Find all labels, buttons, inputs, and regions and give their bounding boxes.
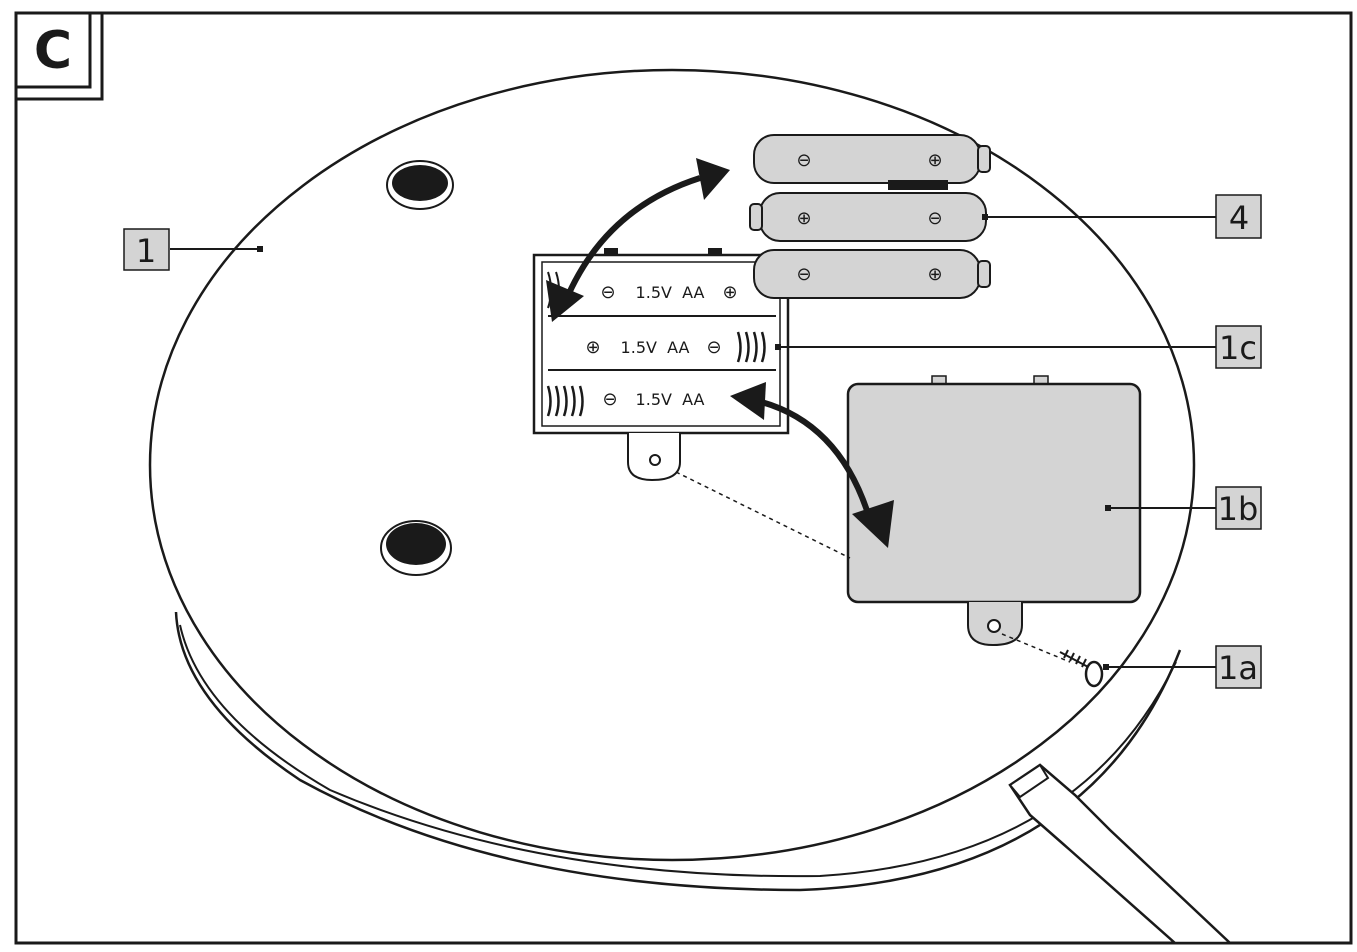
svg-text:⊖: ⊖ xyxy=(927,208,942,229)
slot-2-label: 1.5V AA xyxy=(621,338,690,357)
battery-gap xyxy=(888,180,948,190)
insert-arrow-icon xyxy=(546,158,730,322)
callout-1a-label: 1a xyxy=(1218,649,1258,687)
screw-icon xyxy=(1059,649,1104,688)
loose-battery: ⊖ ⊕ xyxy=(753,134,991,184)
callout-1c-label: 1c xyxy=(1219,329,1257,367)
slot-3-minus: ⊖ xyxy=(602,389,617,410)
figure-frame xyxy=(14,11,1353,945)
slot-1-minus: ⊖ xyxy=(600,282,615,303)
svg-text:⊕: ⊕ xyxy=(796,208,811,229)
cover-arrow-icon xyxy=(730,382,894,548)
callout-4-label: 4 xyxy=(1229,199,1249,237)
svg-text:⊖: ⊖ xyxy=(796,150,811,171)
callout-4: 4 xyxy=(1215,194,1262,239)
callout-1a: 1a xyxy=(1215,645,1262,689)
callout-1b-label: 1b xyxy=(1218,490,1259,528)
callout-1: 1 xyxy=(123,228,170,271)
slot-1-plus: ⊕ xyxy=(722,282,737,303)
panel-letter: C xyxy=(34,21,72,81)
screw-guide-line xyxy=(675,471,851,559)
callout-1b: 1b xyxy=(1215,486,1262,530)
contact-spring xyxy=(546,385,584,417)
callout-1-label: 1 xyxy=(136,232,156,270)
loose-battery: ⊖ ⊕ xyxy=(753,249,991,299)
panel-letter-tab: C xyxy=(14,11,104,101)
slot-1-label: 1.5V AA xyxy=(636,283,705,302)
callout-1c: 1c xyxy=(1215,325,1262,369)
loose-battery: ⊕ ⊖ xyxy=(749,192,987,242)
callout-leaders xyxy=(170,216,1216,668)
svg-text:⊕: ⊕ xyxy=(927,264,942,285)
svg-text:⊕: ⊕ xyxy=(927,150,942,171)
svg-text:⊖: ⊖ xyxy=(796,264,811,285)
contact-spring xyxy=(736,331,766,363)
rubber-foot-bottom xyxy=(380,520,452,576)
slot-2-plus: ⊕ xyxy=(585,337,600,358)
battery-cover xyxy=(846,375,1142,647)
slot-2-minus: ⊖ xyxy=(706,337,721,358)
rubber-foot-top xyxy=(386,160,454,210)
slot-3-label: 1.5V AA xyxy=(636,390,705,409)
power-cable xyxy=(1008,763,1234,945)
callout-dots xyxy=(257,214,1111,670)
